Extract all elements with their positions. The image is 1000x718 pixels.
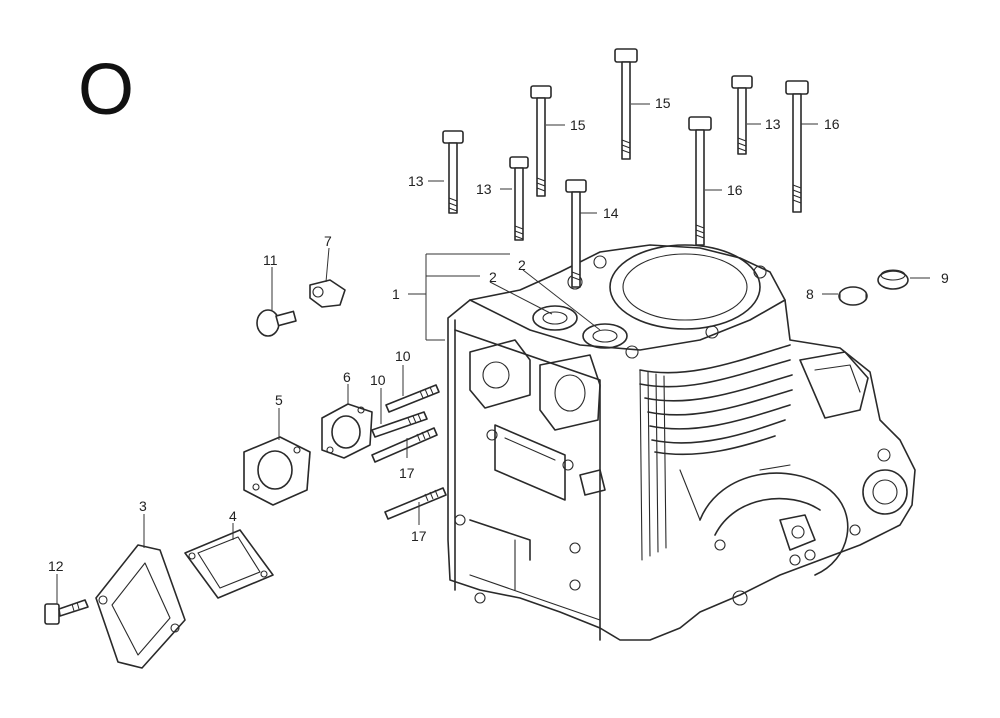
wire-clamp [309,279,346,308]
head-bolt [565,179,587,288]
stud-bolt [384,487,447,520]
part-label-13: 13 [765,116,781,132]
part-label-6: 6 [343,369,351,385]
part-label-16: 16 [727,182,743,198]
part-label-9: 9 [941,270,949,286]
plug-cap [838,286,868,306]
stud-bolt [385,384,440,413]
part-labels: 1 2 2 3 4 5 6 7 8 9 10 10 11 12 13 13 13… [48,95,949,574]
plug-cap [877,269,909,290]
part-label-13: 13 [476,181,492,197]
part-label-5: 5 [275,392,283,408]
stud-bolt [371,427,438,463]
part-label-17: 17 [411,528,427,544]
flange-bolt [256,309,297,337]
part-label-2: 2 [518,257,526,273]
head-bolt [731,75,753,155]
head-bolt [614,48,638,160]
part-label-16: 16 [824,116,840,132]
part-label-13: 13 [408,173,424,189]
insulator-plate [321,403,373,459]
part-label-12: 12 [48,558,64,574]
part-label-17: 17 [399,465,415,481]
head-bolt [530,85,552,197]
part-label-10: 10 [395,348,411,364]
part-label-8: 8 [806,286,814,302]
part-label-10: 10 [370,372,386,388]
section-letter: O [78,50,134,130]
part-label-1: 1 [392,286,400,302]
part-label-14: 14 [603,205,619,221]
cover-plate [95,544,186,669]
head-bolt [688,116,712,246]
part-label-11: 11 [263,252,278,268]
cylinder-block [447,244,916,641]
cover-bolt [44,599,89,625]
head-bolt [785,80,809,213]
part-label-2: 2 [489,269,497,285]
gasket [184,529,274,599]
part-label-15: 15 [655,95,671,111]
head-bolt [509,156,529,241]
part-label-3: 3 [139,498,147,514]
part-label-7: 7 [324,233,332,249]
head-bolt [442,130,464,214]
part-label-15: 15 [570,117,586,133]
leader-lines [56,103,930,604]
part-label-4: 4 [229,508,237,524]
stud-bolt [371,411,428,438]
spacer-block [243,436,311,506]
